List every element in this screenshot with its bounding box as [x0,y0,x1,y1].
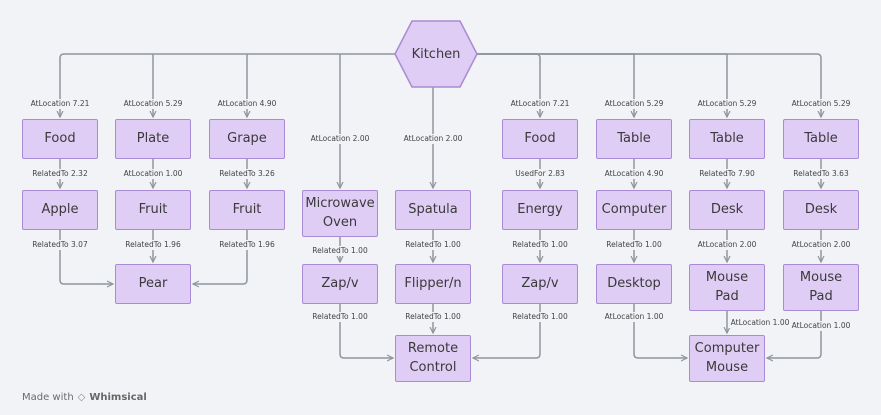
edge-fruit2-pear [193,230,248,284]
edge-label-kitchen-table-3: AtLocation 5.29 [789,99,853,109]
edge-label-apple-pear: RelatedTo 3.07 [30,240,90,250]
edge-label-spatula-flipper: RelatedTo 1.00 [403,240,463,250]
node-food-right[interactable]: Food [502,119,578,159]
edge-label-table-desk-1: RelatedTo 7.90 [697,169,757,179]
edge-label-zap1-remote: RelatedTo 1.00 [310,312,370,322]
edge-label-grape-fruit: RelatedTo 3.26 [217,169,277,179]
edge-label-plate-fruit: AtLocation 1.00 [121,169,185,179]
edge-label-kitchen-table-1: AtLocation 5.29 [602,99,666,109]
node-table-1[interactable]: Table [596,119,672,159]
node-grape[interactable]: Grape [209,119,285,159]
node-spatula[interactable]: Spatula [395,190,471,230]
edge-label-fruit2-pear: RelatedTo 1.96 [217,240,277,250]
edge-label-mousepad1-mouse: AtLocation 1.00 [728,318,792,328]
edge-label-table-desk-2: RelatedTo 3.63 [791,169,851,179]
edge-label-energy-zap: RelatedTo 1.00 [510,240,570,250]
node-remote-control[interactable]: Remote Control [395,335,471,382]
node-energy[interactable]: Energy [502,190,578,230]
edge-label-kitchen-food-1: AtLocation 7.21 [28,99,92,109]
edge-label-kitchen-grape: AtLocation 4.90 [215,99,279,109]
edge-mousepad2-mouse [767,311,822,358]
edge-label-desk-mousepad-2: AtLocation 2.00 [789,240,853,250]
edge-apple-pear [59,230,113,284]
edge-label-kitchen-plate: AtLocation 5.29 [121,99,185,109]
edge-label-desk-mousepad-1: AtLocation 2.00 [695,240,759,250]
node-zap-v-1[interactable]: Zap/v [302,264,378,304]
edge-desktop-mouse [633,304,687,358]
node-desk-2[interactable]: Desk [783,190,859,230]
edge-label-fruit1-pear: RelatedTo 1.96 [123,240,183,250]
edge-label-desktop-mouse: AtLocation 1.00 [602,312,666,322]
made-with-text: Made with [22,392,74,403]
node-fruit-2[interactable]: Fruit [209,190,285,230]
node-computer-mouse[interactable]: Computer Mouse [689,335,765,382]
edge-zap2-remote [473,304,541,358]
node-microwave-oven[interactable]: Microwave Oven [302,190,378,237]
kitchen-hub-label: Kitchen [411,46,461,62]
node-food-left[interactable]: Food [22,119,98,159]
footer-credit: Made with ◇ Whimsical [22,392,147,403]
edge-kitchen-table-3 [477,53,821,117]
whimsical-logo-icon: ◇ [77,392,86,403]
edge-label-microwave-zap: RelatedTo 1.00 [310,246,370,256]
node-flipper-n[interactable]: Flipper/n [395,264,471,304]
node-table-3[interactable]: Table [783,119,859,159]
edge-label-kitchen-table-2: AtLocation 5.29 [695,99,759,109]
node-mouse-pad-2[interactable]: Mouse Pad [783,264,859,311]
edge-label-kitchen-microwave: AtLocation 2.00 [308,134,372,144]
node-computer[interactable]: Computer [596,190,672,230]
node-desktop[interactable]: Desktop [596,264,672,304]
node-zap-v-2[interactable]: Zap/v [502,264,578,304]
edge-label-kitchen-spatula: AtLocation 2.00 [401,134,465,144]
kitchen-hub[interactable] [394,20,478,88]
edge-label-food-apple: RelatedTo 2.32 [30,169,90,179]
edge-zap1-remote [339,304,393,358]
node-table-2[interactable]: Table [689,119,765,159]
edge-kitchen-food-1 [60,53,395,117]
edge-label-table-computer: AtLocation 4.90 [602,169,666,179]
edge-label-computer-desktop: RelatedTo 1.00 [604,240,664,250]
whimsical-brand: Whimsical [89,392,147,403]
edge-label-zap2-remote: RelatedTo 1.00 [510,312,570,322]
node-plate[interactable]: Plate [115,119,191,159]
node-fruit-1[interactable]: Fruit [115,190,191,230]
edge-label-flipper-remote: RelatedTo 1.00 [403,312,463,322]
edge-label-kitchen-food-2: AtLocation 7.21 [508,99,572,109]
node-pear[interactable]: Pear [115,264,191,304]
node-mouse-pad-1[interactable]: Mouse Pad [689,264,765,311]
edge-label-mousepad2-mouse: AtLocation 1.00 [789,321,853,331]
node-apple[interactable]: Apple [22,190,98,230]
edge-label-food-energy: UsedFor 2.83 [513,169,567,179]
node-desk-1[interactable]: Desk [689,190,765,230]
